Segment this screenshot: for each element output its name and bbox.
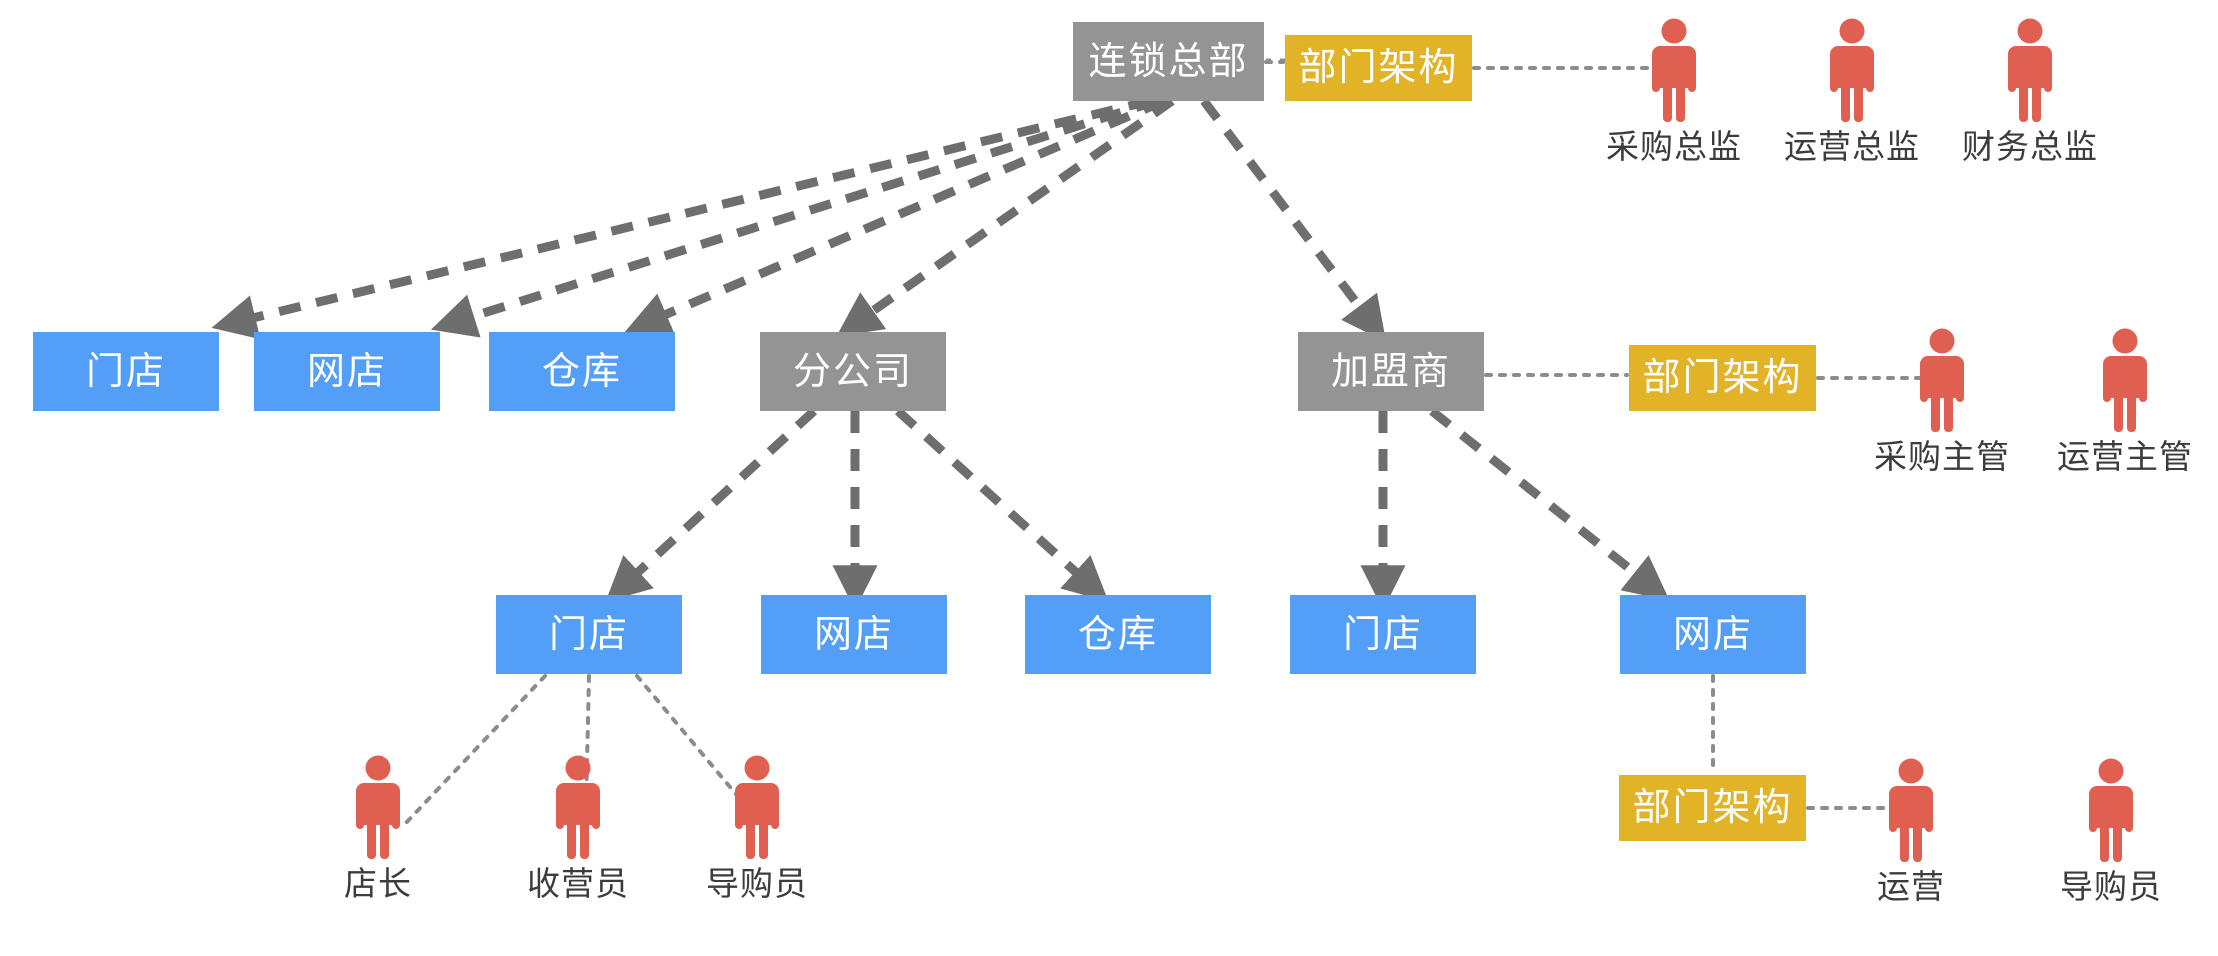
edge-hq-to-branch [836, 97, 1175, 337]
person-group-6[interactable]: 店长 [344, 755, 412, 902]
node-store-a[interactable]: 门店 [33, 332, 219, 411]
person-label: 导购员 [706, 865, 808, 902]
person-icon [2008, 18, 2052, 122]
edge-franchise-to-online-c [1429, 407, 1670, 601]
person-icon [356, 755, 400, 859]
person-label: 运营主管 [2057, 438, 2193, 475]
edge-hq-to-franchise [1200, 98, 1387, 343]
node-dept-online[interactable]: 部门架构 [1619, 775, 1806, 841]
person-group-2[interactable]: 运营总监 [1784, 18, 1920, 165]
person-group-4[interactable]: 采购主管 [1874, 328, 2010, 475]
node-branch[interactable]: 分公司 [760, 332, 946, 411]
edge-branch-to-store-b [605, 407, 818, 603]
person-icon [1920, 328, 1964, 432]
person-group-7[interactable]: 收营员 [527, 755, 629, 902]
person-group-8[interactable]: 导购员 [706, 755, 808, 902]
person-group-1[interactable]: 采购总监 [1606, 18, 1742, 165]
person-label: 店长 [344, 865, 412, 902]
person-group-3[interactable]: 财务总监 [1962, 18, 2098, 165]
person-icon [2103, 328, 2147, 432]
person-group-10[interactable]: 导购员 [2060, 758, 2162, 905]
person-label: 采购总监 [1606, 128, 1742, 165]
node-dept-hq[interactable]: 部门架构 [1285, 35, 1472, 101]
node-store-b[interactable]: 门店 [496, 595, 682, 674]
link-store-b-to-person-6 [402, 674, 547, 827]
person-icon [2089, 758, 2133, 862]
person-icon [556, 755, 600, 859]
person-label: 采购主管 [1874, 438, 2010, 475]
person-label: 财务总监 [1962, 128, 2098, 165]
edge-hq-to-online-a [430, 96, 1159, 338]
person-icon [1889, 758, 1933, 862]
edge-hq-to-warehouse-a [624, 96, 1166, 335]
person-icon [1830, 18, 1874, 122]
node-hq[interactable]: 连锁总部 [1073, 22, 1264, 101]
person-group-5[interactable]: 运营主管 [2057, 328, 2193, 475]
node-store-c[interactable]: 门店 [1290, 595, 1476, 674]
edge-branch-to-warehouse-b [894, 407, 1109, 602]
node-online-a[interactable]: 网店 [254, 332, 440, 411]
node-dept-fran[interactable]: 部门架构 [1629, 345, 1816, 411]
person-icon [1652, 18, 1696, 122]
node-online-c[interactable]: 网店 [1620, 595, 1806, 674]
person-label: 运营 [1877, 868, 1945, 905]
person-label: 运营总监 [1784, 128, 1920, 165]
person-icon [735, 755, 779, 859]
person-label: 导购员 [2060, 868, 2162, 905]
edge-hq-to-store-a [211, 96, 1152, 340]
person-label: 收营员 [527, 865, 629, 902]
person-group-9[interactable]: 运营 [1877, 758, 1945, 905]
node-warehouse-a[interactable]: 仓库 [489, 332, 675, 411]
node-franchise[interactable]: 加盟商 [1298, 332, 1484, 411]
node-online-b[interactable]: 网店 [761, 595, 947, 674]
node-warehouse-b[interactable]: 仓库 [1025, 595, 1211, 674]
